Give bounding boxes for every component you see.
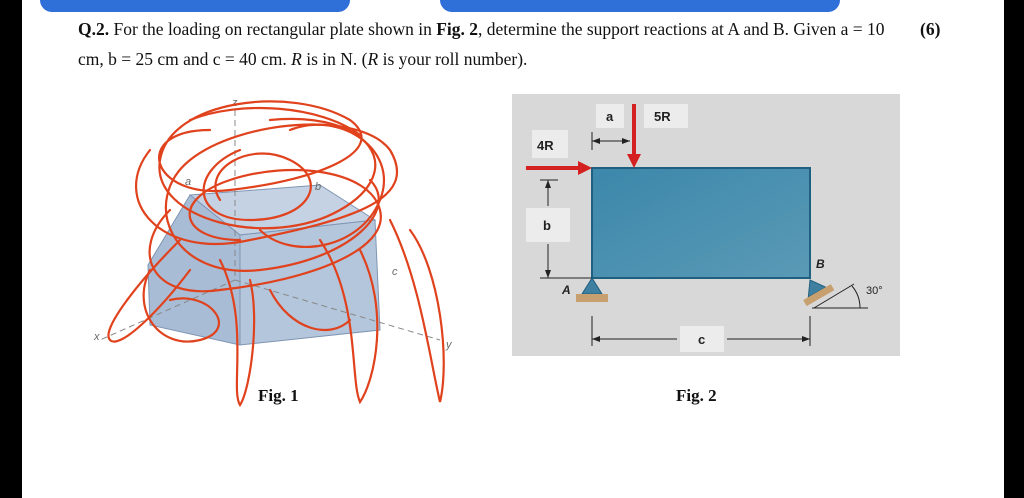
fig1-dim-b: b (315, 181, 321, 193)
fig2-dim-a-arrow-left (592, 138, 600, 144)
fig2-angle-arc (851, 285, 861, 309)
fig2-support-b (803, 279, 835, 307)
question-text-part4: is your roll number). (378, 49, 528, 69)
fig1-dim-c: c (392, 266, 398, 278)
red-scribble (107, 100, 445, 407)
fig2-label-a: a (606, 109, 614, 124)
r-symbol: R (291, 49, 302, 69)
fig1-axis-y: y (445, 339, 453, 351)
question-text-part3: is in N. ( (301, 49, 368, 69)
fig2-dim-b-arrow-bottom (545, 270, 551, 278)
figure-reference: Fig. 2 (436, 19, 479, 39)
fig2-label-4r: 4R (537, 138, 554, 153)
fig1-diagram: z y x b c a (93, 97, 453, 407)
fig2-caption: Fig. 2 (676, 386, 717, 405)
fig2-incline-line (813, 283, 855, 309)
blue-highlight-right (440, 0, 840, 12)
fig2-label-support-b: B (816, 257, 825, 271)
fig2-force-4r-head (578, 161, 592, 175)
fig1-axis-z: z (231, 97, 238, 109)
fig2-label-c: c (698, 332, 705, 347)
fig2-support-a-base (576, 294, 608, 302)
question-text-part2: , determine the support reactions at A a… (78, 19, 885, 69)
fig2-dim-b-arrow-top (545, 180, 551, 188)
fig2-label-angle: 30° (866, 285, 883, 297)
question-number: Q.2. (78, 19, 110, 39)
fig1-caption: Fig. 1 (258, 386, 299, 405)
blue-highlight-left (40, 0, 350, 12)
fig2-label-box-b (526, 208, 570, 242)
fig2-label-box-5r (644, 104, 688, 128)
fig1-block-side (239, 219, 381, 346)
fig2-label-box-4r (532, 130, 568, 158)
fig1-axis-x: x (93, 331, 100, 343)
fig2-force-5r-head (627, 154, 641, 168)
fig2-diagram: 4R a 5R b c A B 30° (512, 94, 900, 356)
fig2-dim-c-arrow-right (802, 336, 810, 342)
right-black-border (1004, 0, 1024, 498)
left-black-border (0, 0, 22, 498)
fig2-dim-a-arrow (622, 138, 630, 144)
fig2-label-support-a: A (561, 283, 571, 297)
fig2-dim-c-arrow-left (592, 336, 600, 342)
fig2-label-box-a (596, 104, 624, 128)
question-text-part1: For the loading on rectangular plate sho… (109, 19, 437, 39)
fig2-label-b: b (543, 218, 551, 233)
fig2-label-box-c (680, 326, 724, 352)
r-symbol-2: R (367, 49, 379, 69)
fig2-plate (591, 167, 811, 279)
question-text: Q.2. For the loading on rectangular plat… (78, 14, 908, 74)
fig2-label-5r: 5R (654, 109, 671, 124)
marks-label: (6) (920, 19, 941, 39)
fig1-dim-a: a (185, 176, 191, 188)
